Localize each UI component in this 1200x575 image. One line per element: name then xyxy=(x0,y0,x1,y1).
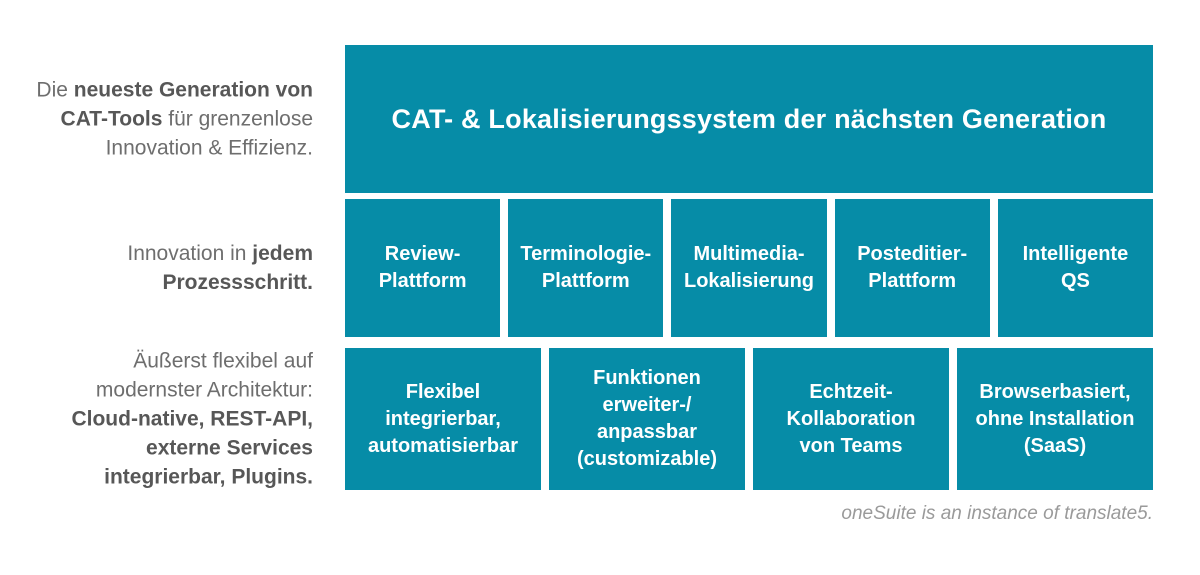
platform-box-multimedia: Multimedia- Lokalisierung xyxy=(671,199,827,337)
side-note-innovation: Innovation in jedem Prozessschritt. xyxy=(127,242,313,294)
feature-box-integrierbar: Flexibel integrierbar, automatisierbar xyxy=(345,348,541,490)
footer-attribution-note: oneSuite is an instance of translate5. xyxy=(841,503,1153,524)
platform-box-intelligente-qs: Intelligente QS xyxy=(997,199,1154,337)
feature-box-customizable: Funktionen erweiter-/ anpassbar (customi… xyxy=(549,348,745,490)
feature-box-browserbasiert-saas: Browserbasiert, ohne Installation (SaaS) xyxy=(957,348,1153,490)
header-title: CAT- & Lokalisierungssystem der nächsten… xyxy=(391,103,1107,134)
feature-row: Flexibel integrierbar, automatisierbar F… xyxy=(345,348,1153,490)
feature-box-echtzeit-kollaboration: Echtzeit- Kollaboration von Teams xyxy=(753,348,949,490)
platform-box-review: Review- Plattform xyxy=(345,199,501,337)
side-note-generation: Die neueste Generation von CAT-Tools für… xyxy=(36,78,313,160)
platform-row: Review- Plattform Terminologie- Plattfor… xyxy=(345,199,1154,337)
platform-box-posteditier: Posteditier- Plattform xyxy=(834,199,990,337)
platform-box-terminologie: Terminologie- Plattform xyxy=(508,199,664,337)
header-banner: CAT- & Lokalisierungssystem der nächsten… xyxy=(345,45,1153,193)
side-note-architecture: Äußerst flexibel auf modernster Architek… xyxy=(71,349,313,489)
